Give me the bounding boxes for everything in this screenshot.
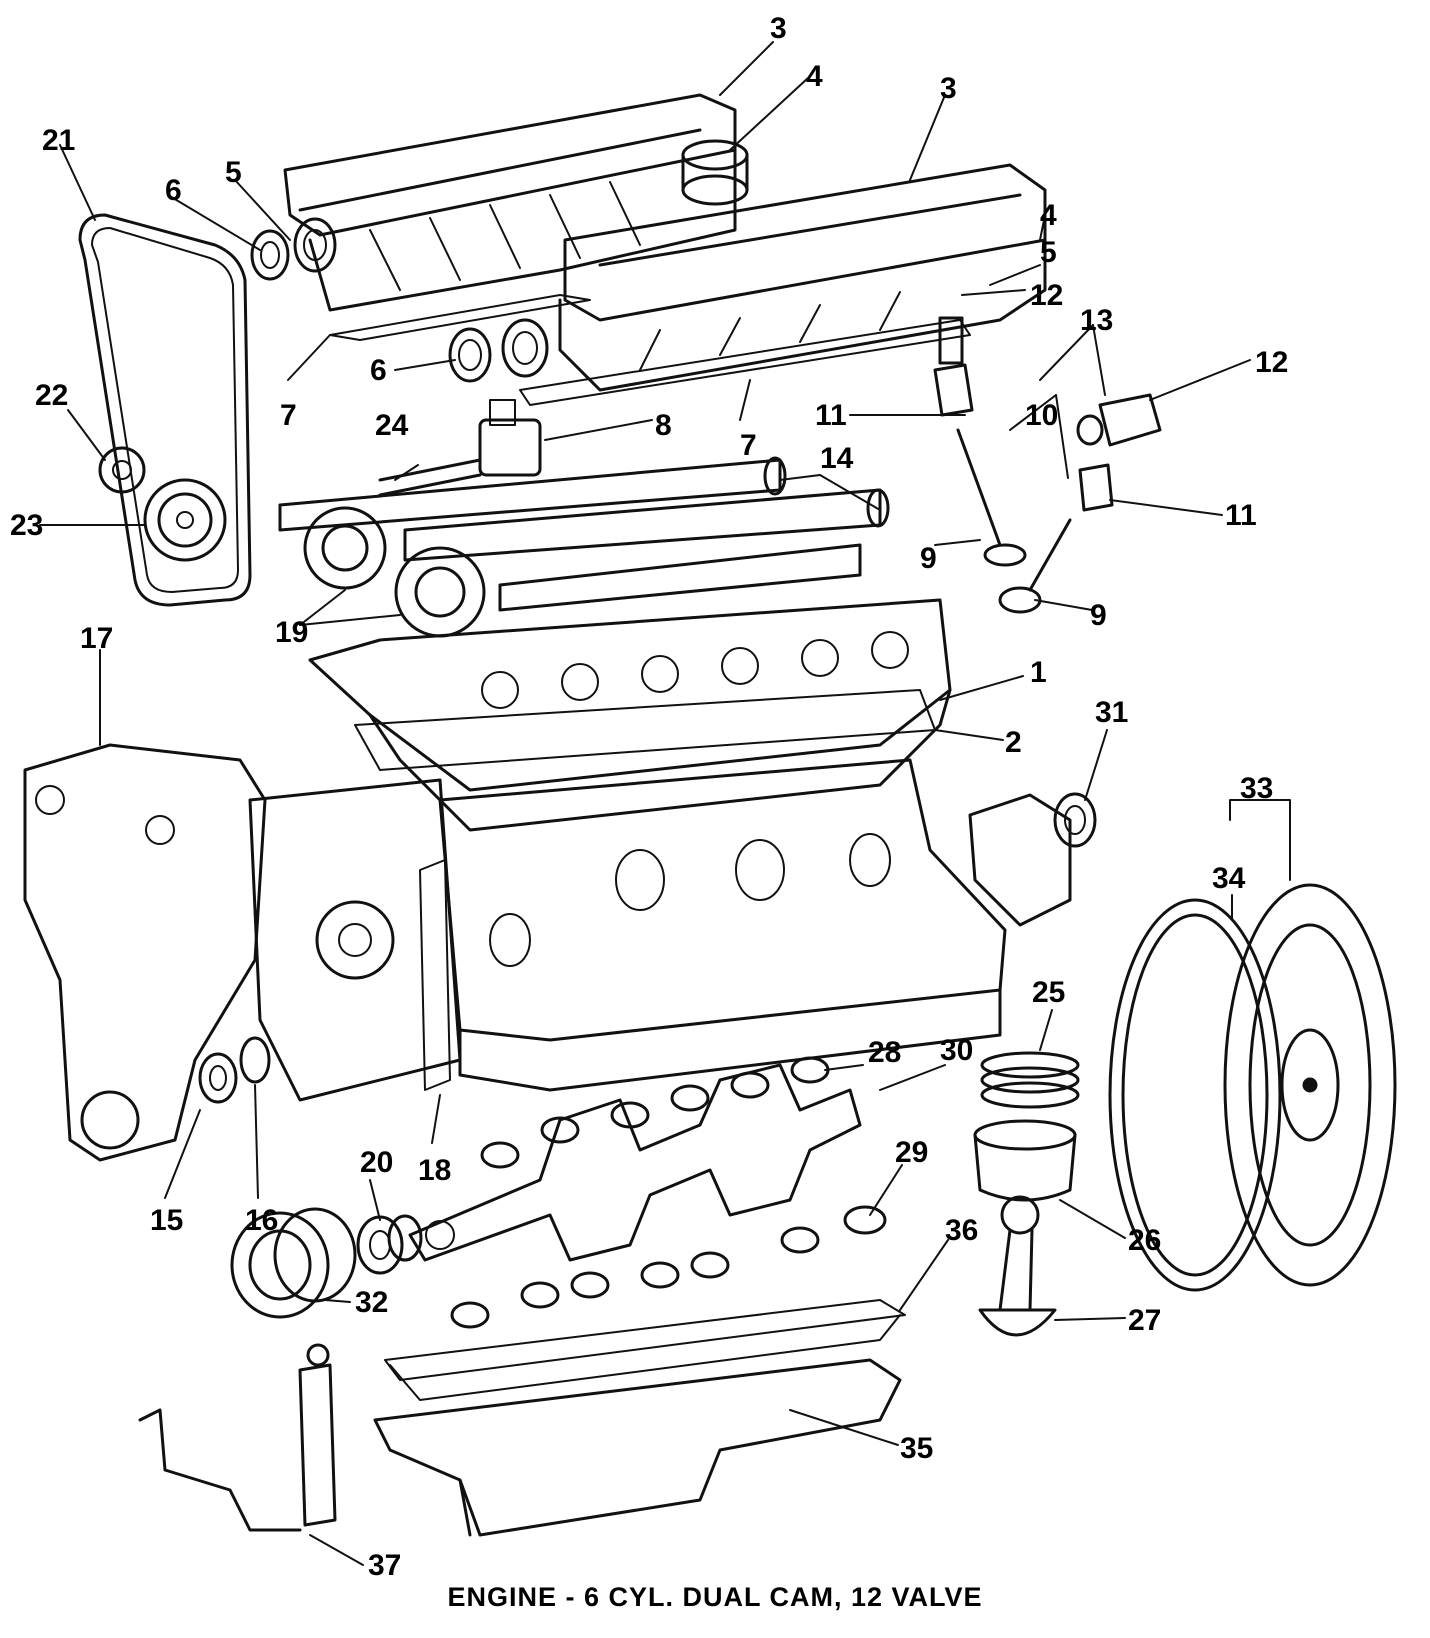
callout-labels: 3 4 3 21 5 6 4 5 12 13 12 6 22 7 11 10 8… — [10, 12, 1288, 1582]
cylinder-head — [308, 598, 952, 832]
callout-9a: 9 — [920, 542, 937, 575]
callout-8: 8 — [655, 409, 672, 442]
callout-13: 13 — [1080, 304, 1113, 337]
callout-15: 15 — [150, 1204, 183, 1237]
oil-pump-housing — [248, 778, 462, 1102]
callout-22: 22 — [35, 379, 68, 412]
callout-11b: 11 — [1225, 499, 1257, 532]
oil-pan-gasket — [384, 1299, 906, 1401]
crank-timing-pulley — [143, 478, 227, 562]
oil-pickup — [138, 1343, 337, 1532]
callout-18: 18 — [418, 1154, 451, 1187]
timing-cover — [23, 743, 267, 1162]
right-valve-cover — [558, 163, 1047, 392]
callout-6b: 6 — [370, 354, 387, 387]
head-gasket — [354, 689, 936, 771]
callout-20: 20 — [360, 1146, 393, 1179]
crank-gear — [356, 1214, 423, 1275]
callout-14: 14 — [820, 442, 854, 475]
crank-pulley — [230, 1207, 357, 1319]
callout-3a: 3 — [770, 12, 787, 45]
engine-block — [438, 758, 1007, 1092]
callout-32: 32 — [355, 1286, 388, 1319]
diagram-caption: ENGINE - 6 CYL. DUAL CAM, 12 VALVE — [447, 1582, 983, 1612]
callout-10: 10 — [1025, 399, 1058, 432]
callout-30: 30 — [940, 1034, 973, 1067]
camshaft-2 — [403, 488, 890, 562]
front-seals — [198, 1036, 271, 1104]
oil-pan — [373, 1358, 902, 1537]
callout-33: 33 — [1240, 772, 1273, 805]
callout-1: 1 — [1030, 656, 1047, 689]
callout-29: 29 — [895, 1136, 928, 1169]
callout-11a: 11 — [815, 399, 847, 432]
tensioner-pulley — [98, 446, 146, 494]
camshaft-1 — [278, 456, 787, 532]
callout-5b: 5 — [1040, 236, 1057, 269]
timing-belt — [78, 213, 252, 607]
callout-9b: 9 — [1090, 599, 1107, 632]
front-cover-gasket — [419, 859, 451, 1091]
callout-37: 37 — [368, 1549, 401, 1582]
callout-25: 25 — [1032, 976, 1065, 1009]
callout-2: 2 — [1005, 726, 1022, 759]
callout-35: 35 — [900, 1432, 933, 1465]
cam-position-sensor — [378, 399, 542, 497]
callout-36: 36 — [945, 1214, 978, 1247]
callout-4b: 4 — [1040, 199, 1057, 232]
piston — [973, 1119, 1077, 1202]
rear-seal-retainer — [968, 792, 1097, 927]
callout-6a: 6 — [165, 174, 182, 207]
callout-19: 19 — [275, 616, 308, 649]
left-valve-cover — [283, 93, 737, 312]
camshaft-3 — [498, 543, 862, 612]
oil-filler-cap — [681, 139, 749, 206]
connecting-rod — [978, 1195, 1057, 1337]
callout-21: 21 — [42, 124, 75, 157]
callout-7b: 7 — [740, 429, 757, 462]
crankshaft — [408, 1063, 862, 1262]
callout-4a: 4 — [806, 60, 823, 93]
callout-24: 24 — [375, 409, 409, 442]
callout-31: 31 — [1095, 696, 1128, 729]
callout-28: 28 — [868, 1036, 901, 1069]
valve-assembly-1 — [933, 316, 1027, 567]
callout-27: 27 — [1128, 1304, 1161, 1337]
valve-cover-gaskets — [329, 294, 971, 406]
callout-16: 16 — [245, 1204, 278, 1237]
callout-12b: 12 — [1255, 346, 1288, 379]
callout-3b: 3 — [940, 72, 957, 105]
callout-23: 23 — [10, 509, 43, 542]
callout-5a: 5 — [225, 156, 242, 189]
flywheel — [1223, 883, 1397, 1287]
cam-seals — [250, 217, 549, 383]
callout-26: 26 — [1128, 1224, 1161, 1257]
piston-rings — [980, 1051, 1080, 1109]
callout-17: 17 — [80, 622, 113, 655]
callout-34: 34 — [1212, 862, 1246, 895]
ring-gear — [1108, 898, 1282, 1292]
callout-7a: 7 — [280, 399, 297, 432]
callout-12a: 12 — [1030, 279, 1063, 312]
main-bearings — [450, 1056, 887, 1329]
leader-lines — [39, 41, 1291, 1566]
